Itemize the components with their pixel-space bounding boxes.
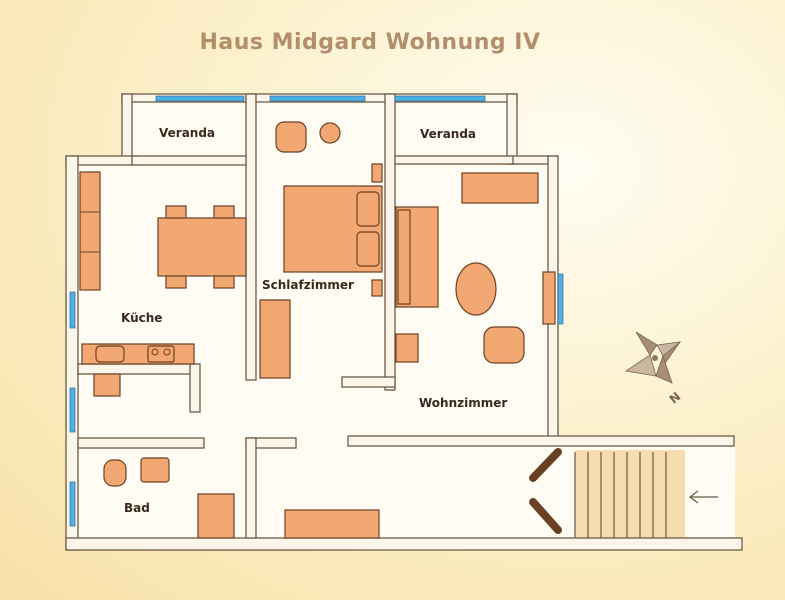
compass-icon: N — [624, 331, 684, 407]
toilet — [103, 459, 127, 487]
pillow — [356, 231, 380, 267]
stove — [147, 345, 175, 363]
washbasin — [140, 457, 170, 483]
cabinet — [197, 493, 235, 539]
compass-north-label: N — [667, 389, 684, 406]
pillow — [356, 191, 380, 227]
window — [69, 481, 76, 527]
room-label-veranda-left: Veranda — [159, 126, 215, 140]
window — [394, 95, 486, 102]
coffee-table — [455, 262, 497, 316]
cabinet — [93, 373, 121, 397]
chair — [213, 205, 235, 219]
chair — [165, 205, 187, 219]
bathroom-fixtures — [103, 457, 235, 539]
hall-cabinet — [284, 509, 380, 539]
window — [557, 273, 564, 325]
armchair — [483, 326, 525, 364]
chair — [213, 275, 235, 289]
chair — [165, 275, 187, 289]
armchair — [275, 121, 307, 153]
sideboard — [461, 172, 539, 204]
nightstand — [371, 163, 383, 183]
stool — [319, 122, 341, 144]
sink — [95, 345, 125, 363]
room-label-schlafzimmer: Schlafzimmer — [262, 278, 354, 292]
nightstand — [371, 279, 383, 297]
apartment-floor — [75, 100, 735, 545]
kitchen-furniture — [79, 171, 247, 397]
wardrobe — [259, 299, 291, 379]
room-label-wohnzimmer: Wohnzimmer — [419, 396, 507, 410]
window — [69, 291, 76, 329]
room-label-bad: Bad — [124, 501, 150, 515]
kitchen-counter — [79, 171, 101, 291]
inner-walls — [77, 93, 514, 539]
sofa-arm — [397, 209, 411, 305]
window — [69, 387, 76, 433]
room-label-veranda-right: Veranda — [420, 127, 476, 141]
entrance-arrow-icon — [689, 490, 718, 504]
windows — [69, 95, 564, 527]
shelf — [542, 271, 556, 325]
entrance-landing — [575, 450, 685, 538]
livingroom-furniture — [284, 172, 556, 539]
plan-title: Haus Midgard Wohnung IV — [199, 30, 541, 55]
window — [269, 95, 366, 102]
entrance-doors — [529, 448, 562, 534]
dining-table — [157, 217, 247, 277]
staircase — [574, 452, 667, 538]
room-label-kueche: Küche — [121, 311, 162, 325]
side-table — [395, 333, 419, 363]
window — [155, 95, 245, 102]
bedroom-furniture — [259, 121, 383, 379]
